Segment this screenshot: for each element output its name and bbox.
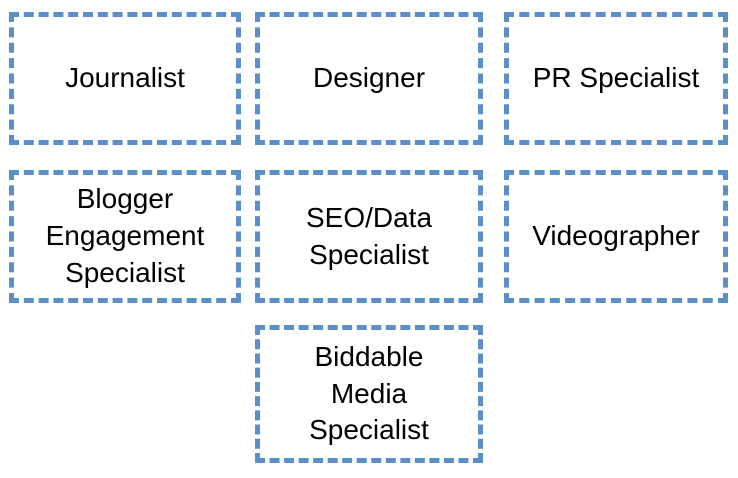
role-box-journalist[interactable]: Journalist (9, 12, 241, 145)
role-label: Biddable Media Specialist (309, 340, 429, 446)
role-box-seo-data-specialist[interactable]: SEO/Data Specialist (255, 170, 483, 303)
role-label: Videographer (532, 220, 700, 252)
role-box-blogger-engagement-specialist[interactable]: Blogger Engagement Specialist (9, 170, 241, 303)
role-box-videographer[interactable]: Videographer (504, 170, 728, 303)
role-label: Designer (312, 62, 426, 94)
role-box-designer[interactable]: Designer (255, 12, 483, 145)
role-label: PR Specialist (532, 62, 700, 94)
role-label: Blogger Engagement Specialist (45, 183, 205, 288)
role-box-pr-specialist[interactable]: PR Specialist (504, 12, 728, 145)
role-label: SEO/Data Specialist (305, 201, 433, 270)
role-box-biddable-media-specialist[interactable]: Biddable Media Specialist (255, 325, 483, 463)
role-label: Journalist (65, 62, 185, 94)
